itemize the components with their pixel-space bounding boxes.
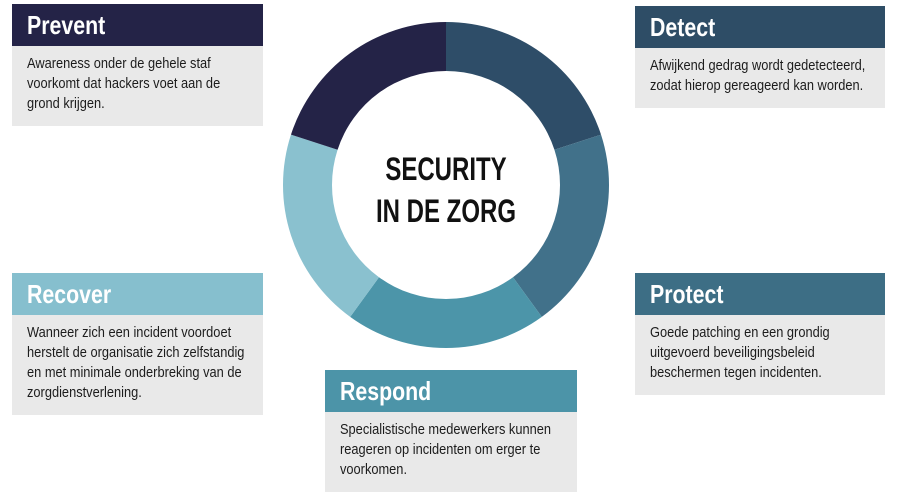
card-detect-text: Afwijkend gedrag wordt gedetecteerd, zod… bbox=[650, 57, 866, 94]
card-detect-label: Detect bbox=[650, 11, 716, 42]
card-respond: Respond Specialistische medewerkers kunn… bbox=[325, 370, 577, 492]
card-protect-header: Protect bbox=[635, 273, 885, 315]
card-recover-header: Recover bbox=[12, 273, 263, 315]
card-respond-text: Specialistische medewerkers kunnen reage… bbox=[340, 421, 552, 478]
donut-center-title-line1: SECURITY bbox=[385, 151, 507, 187]
donut-center-title-line2: IN DE ZORG bbox=[375, 193, 516, 229]
card-detect: Detect Afwijkend gedrag wordt gedetectee… bbox=[635, 6, 885, 108]
donut-center-title: SECURITY IN DE ZORG bbox=[341, 148, 551, 232]
card-respond-label: Respond bbox=[340, 375, 432, 406]
card-recover-label: Recover bbox=[27, 278, 112, 309]
donut-segment-respond bbox=[350, 277, 542, 349]
donut-segment-detect bbox=[446, 22, 602, 150]
donut-chart-container bbox=[281, 20, 611, 350]
card-recover: Recover Wanneer zich een incident voordo… bbox=[12, 273, 263, 415]
card-detect-header: Detect bbox=[635, 6, 885, 48]
card-prevent-text: Awareness onder de gehele staf voorkomt … bbox=[27, 55, 221, 112]
card-prevent-body: Awareness onder de gehele staf voorkomt … bbox=[12, 46, 263, 126]
card-detect-body: Afwijkend gedrag wordt gedetecteerd, zod… bbox=[635, 48, 885, 108]
card-prevent: Prevent Awareness onder de gehele staf v… bbox=[12, 4, 263, 126]
card-protect-text: Goede patching en een grondig uitgevoerd… bbox=[650, 324, 830, 381]
card-protect-body: Goede patching en een grondig uitgevoerd… bbox=[635, 315, 885, 395]
donut-segment-recover bbox=[283, 134, 379, 317]
donut-segment-prevent bbox=[290, 22, 446, 150]
donut-segment-protect bbox=[513, 134, 609, 317]
card-respond-body: Specialistische medewerkers kunnen reage… bbox=[325, 412, 577, 492]
card-recover-body: Wanneer zich een incident voordoet herst… bbox=[12, 315, 263, 415]
card-protect: Protect Goede patching en een grondig ui… bbox=[635, 273, 885, 395]
card-recover-text: Wanneer zich een incident voordoet herst… bbox=[27, 324, 245, 401]
security-donut-chart bbox=[283, 22, 609, 349]
card-prevent-label: Prevent bbox=[27, 9, 106, 40]
card-protect-label: Protect bbox=[650, 278, 724, 309]
card-respond-header: Respond bbox=[325, 370, 577, 412]
card-prevent-header: Prevent bbox=[12, 4, 263, 46]
